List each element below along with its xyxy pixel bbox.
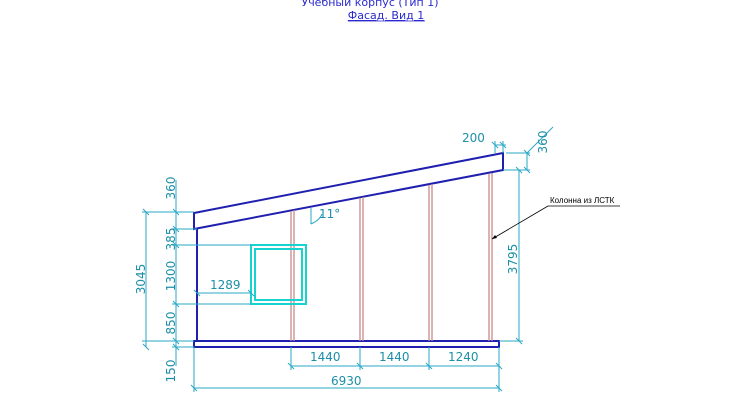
dim-window-offset: 1289	[210, 278, 241, 292]
window-frame-inner	[254, 248, 303, 301]
right-dimension	[499, 166, 523, 345]
dim-span-3: 1240	[448, 350, 479, 364]
floor-slab	[193, 340, 500, 348]
angle-annotation	[310, 208, 323, 225]
dim-top-overhang: 200	[462, 131, 485, 145]
column-label: Колонна из ЛСТК	[550, 196, 615, 205]
dim-left-lower: 850	[164, 312, 178, 335]
building-outline	[193, 151, 504, 348]
column-callout	[491, 205, 620, 240]
window	[250, 244, 307, 305]
drawing-subtitle: Фасад. Вид 1	[348, 9, 424, 22]
dim-angle: 11°	[319, 207, 340, 221]
dim-left-total: 3045	[134, 264, 148, 295]
window-frame-outer	[250, 244, 307, 305]
dim-left-base: 150	[164, 360, 178, 383]
dim-left-upper: 385	[164, 228, 178, 251]
drawing-title: Учебный корпус (Тип 1)	[301, 0, 438, 9]
dim-left-top: 360	[164, 177, 178, 200]
columns	[290, 173, 493, 341]
dim-left-window: 1300	[164, 261, 178, 292]
left-dimensions	[142, 180, 251, 366]
dim-total-width: 6930	[331, 374, 362, 388]
dim-right-height: 3795	[506, 244, 520, 275]
dim-span-2: 1440	[379, 350, 410, 364]
dim-top-slope-rise: 360	[536, 131, 550, 154]
dim-span-1: 1440	[310, 350, 341, 364]
roof-slab	[193, 151, 504, 231]
bottom-dimensions	[190, 347, 503, 392]
